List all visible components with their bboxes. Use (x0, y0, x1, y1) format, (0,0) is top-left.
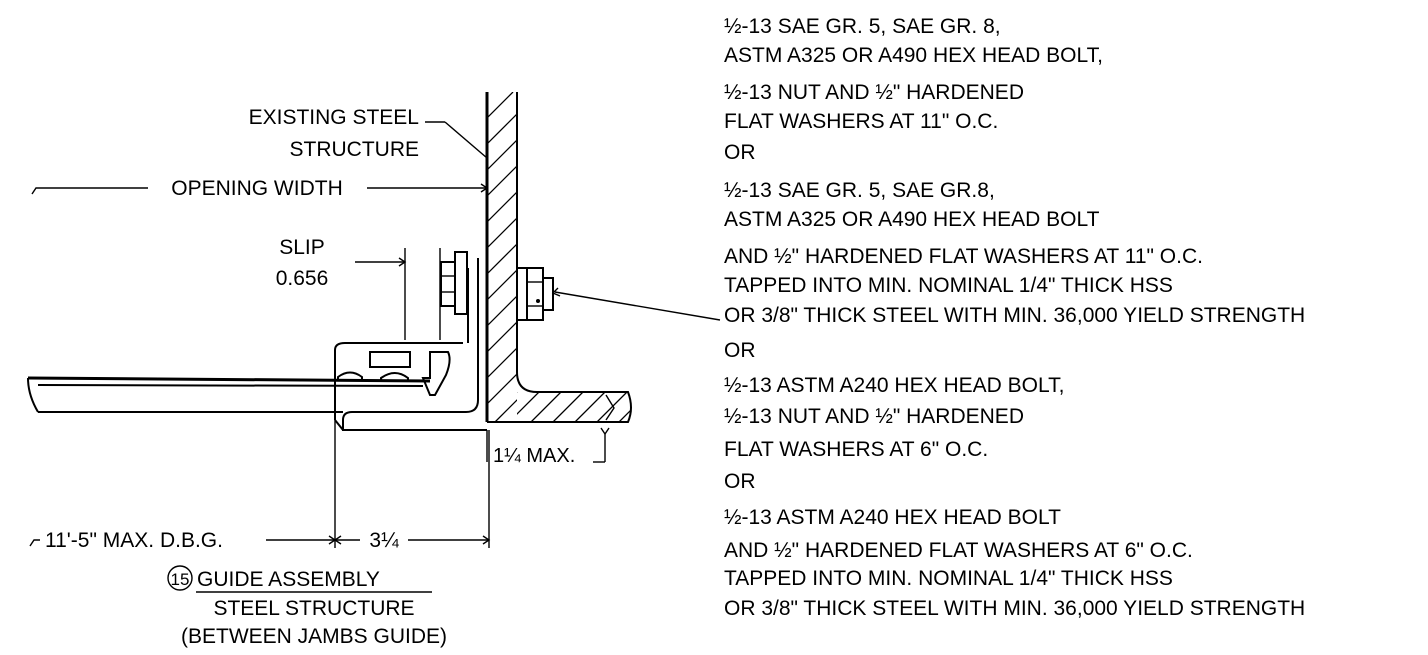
note-line-4: FLAT WASHERS AT 11" O.C. (724, 110, 998, 133)
existing-steel-label-1: EXISTING STEEL (249, 106, 419, 129)
detail-number: 15 (171, 570, 190, 589)
note-line-17: AND ½" HARDENED FLAT WASHERS AT 6" O.C. (724, 539, 1193, 562)
existing-steel-label-2: STRUCTURE (290, 138, 420, 161)
hatch-line (517, 392, 518, 422)
opening-width-label: OPENING WIDTH (171, 177, 343, 200)
note-line-3: ½-13 NUT AND ½" HARDENED (724, 81, 1024, 104)
hatch-line (487, 243, 517, 275)
title-line-2: STEEL STRUCTURE (213, 597, 414, 620)
title-line-1: GUIDE ASSEMBLY (197, 568, 380, 591)
door-slat (27, 376, 431, 413)
note-line-12: ½-13 ASTM A240 HEX HEAD BOLT, (724, 374, 1064, 397)
hatch-line (574, 392, 606, 422)
note-line-8: AND ½" HARDENED FLAT WASHERS AT 11" O.C. (724, 245, 1203, 268)
hatch-line (487, 347, 517, 379)
note-line-14: FLAT WASHERS AT 6" O.C. (724, 438, 988, 461)
hatch-line (487, 139, 517, 171)
dimension-lines (29, 121, 721, 593)
note-line-1: ½-13 SAE GR. 5, SAE GR. 8, (724, 15, 1001, 38)
guide-angle (334, 258, 487, 431)
note-line-9: TAPPED INTO MIN. NOMINAL 1/4" THICK HSS (724, 274, 1173, 297)
note-line-11: OR (724, 339, 756, 362)
width-dim-label: 3¼ (369, 529, 399, 552)
dbg-label: 11'-5" MAX. D.B.G. (45, 529, 223, 552)
bolt-notes: ½-13 SAE GR. 5, SAE GR. 8, ASTM A325 OR … (724, 15, 1305, 620)
note-line-10: OR 3/8" THICK STEEL WITH MIN. 36,000 YIE… (724, 304, 1305, 327)
hatch-line (596, 392, 628, 422)
note-line-2: ASTM A325 OR A490 HEX HEAD BOLT, (724, 44, 1103, 67)
hatch-line (530, 392, 562, 422)
existing-steel-wall (485, 92, 632, 423)
hatch-line (517, 392, 540, 422)
hatch-line (618, 392, 631, 422)
hatch-line (552, 392, 584, 422)
note-line-16: ½-13 ASTM A240 HEX HEAD BOLT (724, 506, 1061, 529)
guide-block (337, 351, 451, 396)
note-line-7: ASTM A325 OR A490 HEX HEAD BOLT (724, 208, 1100, 231)
slip-value: 0.656 (276, 267, 329, 290)
max-gap-label: 1¼ MAX. (493, 445, 575, 467)
slip-label: SLIP (279, 236, 325, 259)
title-line-3: (BETWEEN JAMBS GUIDE) (181, 625, 447, 648)
note-line-15: OR (724, 470, 756, 493)
note-line-6: ½-13 SAE GR. 5, SAE GR.8, (724, 179, 995, 202)
note-line-19: OR 3/8" THICK STEEL WITH MIN. 36,000 YIE… (724, 597, 1305, 620)
hex-nut-icon (516, 267, 554, 321)
note-line-13: ½-13 NUT AND ½" HARDENED (724, 405, 1024, 428)
note-line-5: OR (724, 141, 756, 164)
note-line-18: TAPPED INTO MIN. NOMINAL 1/4" THICK HSS (724, 567, 1173, 590)
